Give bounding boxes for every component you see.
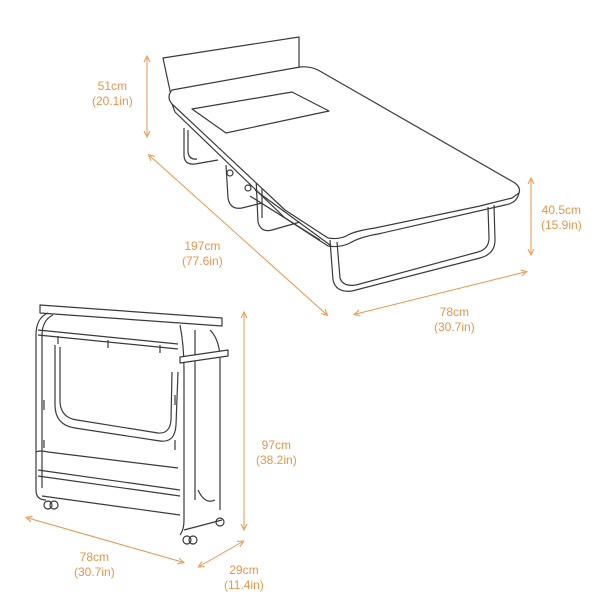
folded-bed-dimension-lines [28, 314, 244, 566]
imperial-value: (20.1in) [92, 94, 133, 108]
open-bed-dimension-lines [147, 58, 531, 314]
imperial-value: (15.9in) [541, 218, 582, 232]
metric-value: 78cm [439, 305, 470, 319]
imperial-value: (30.7in) [434, 320, 475, 334]
imperial-value: (38.2in) [256, 453, 297, 467]
metric-value: 40.5cm [541, 203, 582, 217]
folded-bed-depth-label: 29cm (11.4in) [224, 563, 264, 593]
metric-value: 29cm [229, 563, 259, 577]
imperial-value: (77.6in) [182, 254, 223, 268]
open-bed-length-label: 197cm (77.6in) [182, 239, 223, 269]
metric-value: 51cm [97, 79, 128, 93]
metric-value: 78cm [79, 550, 110, 564]
imperial-value: (11.4in) [224, 578, 264, 592]
imperial-value: (30.7in) [74, 565, 115, 579]
metric-value: 197cm [184, 239, 221, 253]
folded-bed-illustration [35, 304, 229, 545]
open-bed-headboard-height-label: 51cm (20.1in) [92, 79, 133, 109]
open-bed-mattress-height-label: 40.5cm (15.9in) [541, 203, 582, 233]
folded-bed-width-label: 78cm (30.7in) [74, 550, 115, 580]
open-bed-illustration [162, 36, 521, 292]
open-bed-width-label: 78cm (30.7in) [434, 305, 475, 335]
metric-value: 97cm [261, 438, 292, 452]
folded-bed-height-label: 97cm (38.2in) [256, 438, 297, 468]
